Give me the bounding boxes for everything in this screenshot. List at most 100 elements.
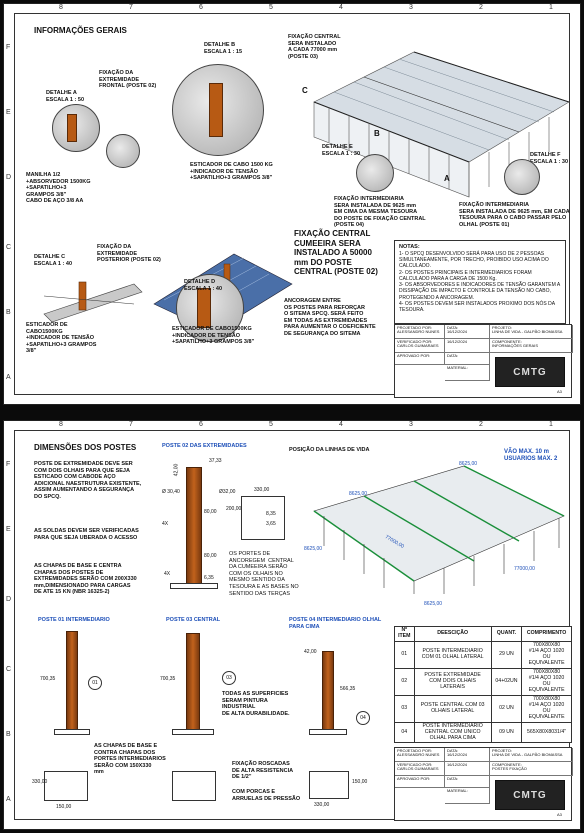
note-chapas: AS CHAPAS DE BASE E CENTRA CHAPAS DOS PO… [34, 563, 137, 596]
poste02-title: POSTE 02 DAS EXTREMIDADES [162, 443, 247, 449]
detail-f-circle [504, 159, 540, 195]
ruler-number: 4 [339, 4, 343, 11]
cell-comprimento: 700X80X80 #1/4 AÇO 1020 OU EQUIVALENTE [521, 694, 572, 723]
tb-projeto: PROJETO:LINHA DE VIDA - GALPÃO BIOMASSA [490, 748, 573, 762]
parts-header-row: Nº ITEM DEESCIÇÃO QUANT. COMPRIMENTO [394, 626, 572, 642]
tb-projetado: PROJETADO POR:ALESSANDRO NUNES [395, 325, 445, 339]
dimension: 80,00 [204, 553, 217, 559]
ruler-number: 3 [409, 4, 413, 11]
tb-material: MATERIAL: [445, 365, 490, 381]
sheet-title: DIMENSÕES DOS POSTES [34, 443, 137, 452]
poste-03-base-top [172, 771, 216, 801]
ruler-letter: B [6, 731, 11, 738]
cell-comprimento: 565X80X8031/4" [521, 721, 572, 744]
dimension: 37,33 [209, 458, 222, 464]
base-plate [170, 583, 218, 589]
ruler-number: 1 [549, 421, 553, 428]
tb-data: DATA:16/12/2024 [445, 748, 490, 762]
plan-dimension: 8625,00 [459, 461, 478, 467]
ruler-letter: D [6, 596, 12, 603]
title-block: PROJETADO POR:ALESSANDRO NUNES DATA:16/1… [394, 747, 573, 821]
ruler-number: 4 [339, 421, 343, 428]
table-row: 01 POSTE INTERMEDIARIO COM 01 OLHAL LATE… [394, 640, 572, 669]
dimension: 700,35 [40, 676, 56, 682]
balloon-01: 01 [88, 676, 102, 690]
ancoragem-label: ANCORAGEM ENTRE OS POSTES PARA REFORÇAR … [284, 298, 376, 337]
view-label-b: B [374, 129, 380, 138]
fix-intermed-1-label: FIXAÇÃO INTERMEDIARIA SERA INSTALADA DE … [334, 196, 426, 229]
cell-descricao: POSTE EXTREMIDADE COM DOIS OLHAIS LATERA… [413, 667, 492, 696]
detail-c-drawing [43, 281, 143, 323]
ruler-number: 8 [59, 4, 63, 11]
detail-c-label: DETALHE C ESCALA 1 : 40 [34, 254, 73, 267]
tb-componente: COMPONENTE:POSTES FIXAÇÃO [490, 762, 573, 776]
dimension: 330,00 [32, 779, 48, 785]
detail-b-circle [172, 64, 264, 156]
dimension: 150,00 [352, 779, 368, 785]
tb-folha: A3 [557, 389, 562, 394]
detail-b-label: DETALHE B ESCALA 1 : 15 [204, 42, 243, 55]
ruler-number: 6 [199, 421, 203, 428]
fix-front-label: FIXAÇÃO DA EXTREMIDADE FRONTAL (POSTE 02… [99, 70, 157, 90]
sheet-border [14, 13, 570, 395]
ruler-letter: F [6, 461, 11, 468]
note-porcas: COM PORCAS E ARRUELAS DE PRESSÃO [232, 789, 301, 802]
dimension: Ø 30,40 [162, 489, 180, 495]
ruler-letter: F [6, 44, 11, 51]
fix-cumeeira-label: FIXAÇÃO CENTRAL CUMEEIRA SERA INSTALADO … [294, 229, 378, 277]
header-descricao: DEESCIÇÃO [413, 626, 492, 642]
ruler-letter: D [6, 174, 12, 181]
ruler-number: 2 [479, 421, 483, 428]
ruler-number: 3 [409, 421, 413, 428]
note-superficies: TODAS AS SUPERFICIES SERAM PINTURA INDUS… [222, 691, 290, 717]
detail-d-label: DETALHE D ESCALA 1 : 40 [184, 279, 223, 292]
dimension: 566,35 [340, 686, 356, 692]
company-logo: CMTG [495, 357, 565, 387]
plan-dimension: 8625,00 [349, 491, 368, 497]
tb-folha: A3 [557, 812, 562, 817]
balloon-03: 03 [222, 671, 236, 685]
drawing-sheet-general-info: 8 7 6 5 4 3 2 1 F E D C B A INFORMAÇÕES … [3, 3, 581, 405]
cell-descricao: POSTE INTERMEDIARIO COM 01 OLHAL LATERAL [413, 640, 492, 669]
tb-aprovado: APROVADO POR: [395, 776, 445, 788]
poste03-title: POSTE 03 CENTRAL [166, 617, 221, 623]
fix-central-label: FIXAÇÃO CENTRAL SERA INSTALADO A CADA 77… [288, 34, 341, 60]
ruler-number: 2 [479, 4, 483, 11]
cell-descricao: POSTE INTERMEDIARIO CENTRAL COM UNICO OL… [413, 721, 492, 744]
note-3: 3- OS ABSORVEDORES E INDICADORES DE TENS… [399, 282, 560, 301]
tb-projeto: PROJETO:LINHA DE VIDA - GALPÃO BIOMASSA [490, 325, 573, 339]
vao-note: VÃO MAX. 10 m USUARIOS MAX. 2 [504, 449, 558, 463]
plan-dimension: 8625,00 [304, 546, 323, 552]
tb-aprovado: APROVADO POR: [395, 353, 445, 365]
tb-verificado: VERIFICADO POR:CARLOS GUIMARAES [395, 339, 445, 353]
plan-dimension: 77000,00 [514, 566, 535, 572]
poste01-title: POSTE 01 INTERMEDIARIO [38, 617, 110, 623]
parts-table: Nº ITEM DEESCIÇÃO QUANT. COMPRIMENTO 01 … [394, 626, 572, 744]
detail-e-circle [356, 154, 394, 192]
notes-box: NOTAS: 1- O SPCQ DESENVOLVIDO SERÁ PARA … [394, 240, 566, 324]
poste-03-front [186, 633, 200, 731]
tb-data3: DATA: [445, 353, 490, 365]
view-label-a: A [444, 174, 450, 183]
cell-quant: 04+02UN [490, 667, 523, 696]
cell-quant: 02 UN [490, 694, 523, 723]
drawing-sheet-post-dimensions: 8 7 6 5 4 3 2 1 F E D C B A DIMENSÕES DO… [3, 420, 581, 830]
dimension: 3,65 [266, 521, 276, 527]
esticador-c-label: ESTICADOR DE CABO1500KG +INDICADOR DE TE… [26, 322, 97, 355]
note-fixacao: FIXAÇÃO ROSCADAS DE ALTA RESISTENCIA DE … [232, 761, 294, 781]
ruler-letter: E [6, 109, 11, 116]
tb-data2: 16/12/2024 [445, 762, 490, 776]
cell-item: 03 [394, 694, 415, 723]
poste-04-front [322, 651, 334, 731]
poste-04-base-top [309, 771, 349, 799]
dimension: 200,00 [226, 506, 242, 512]
tb-material: MATERIAL: [445, 788, 490, 804]
note-2: 2- OS POSTES PRINCIPAIS E INTERMEDIARIOS… [399, 269, 532, 282]
tb-projetado: PROJETADO POR:ALESSANDRO NUNES [395, 748, 445, 762]
detail-a-label: DETALHE A ESCALA 1 : 50 [46, 90, 85, 103]
fix-posterior-label: FIXAÇÃO DA EXTREMIDADE POSTERIOR (POSTE … [97, 244, 161, 264]
dimension: 42,00 [304, 649, 317, 655]
dimension: 42,00 [173, 463, 180, 477]
note-chapas-base: AS CHAPAS DE BASE E CONTRA CHAPAS DOS PO… [94, 743, 166, 776]
dimension: 4X [162, 521, 169, 527]
